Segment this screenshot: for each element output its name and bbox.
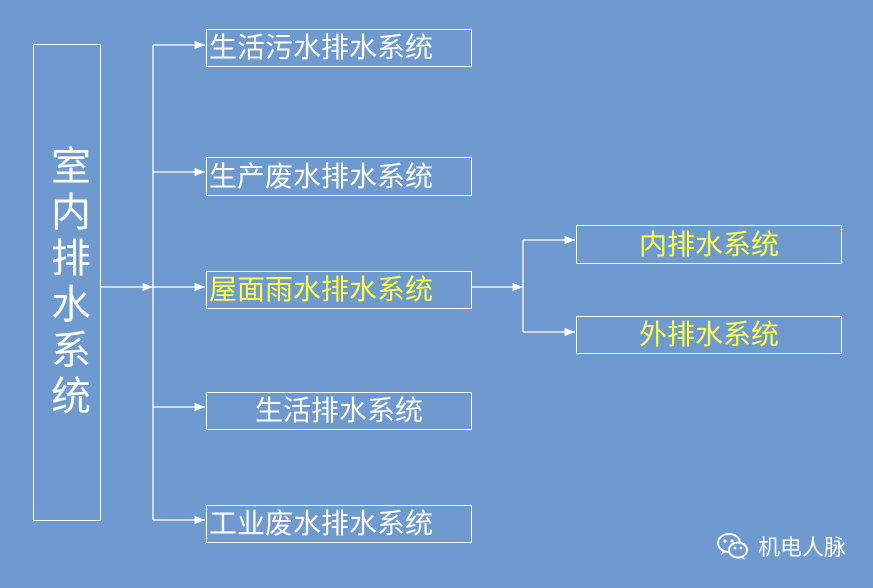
sub-node-external-drainage: 外排水系统 bbox=[576, 316, 842, 354]
branch-node-roof-rainwater: 屋面雨水排水系统 bbox=[206, 271, 472, 309]
sub-node-internal-drainage: 内排水系统 bbox=[576, 225, 842, 264]
root-node: 室内排水系统 bbox=[33, 44, 101, 521]
watermark-text: 机电人脉 bbox=[758, 536, 847, 561]
branch-node-industrial-wastewater: 工业废水排水系统 bbox=[206, 505, 472, 543]
branch-node-domestic-sewage: 生活污水排水系统 bbox=[206, 29, 472, 67]
branch-node-domestic-drainage: 生活排水系统 bbox=[206, 392, 472, 430]
branch-node-production-wastewater: 生产废水排水系统 bbox=[206, 157, 472, 196]
watermark: 机电人脉 bbox=[716, 530, 846, 562]
wechat-icon bbox=[717, 533, 748, 560]
